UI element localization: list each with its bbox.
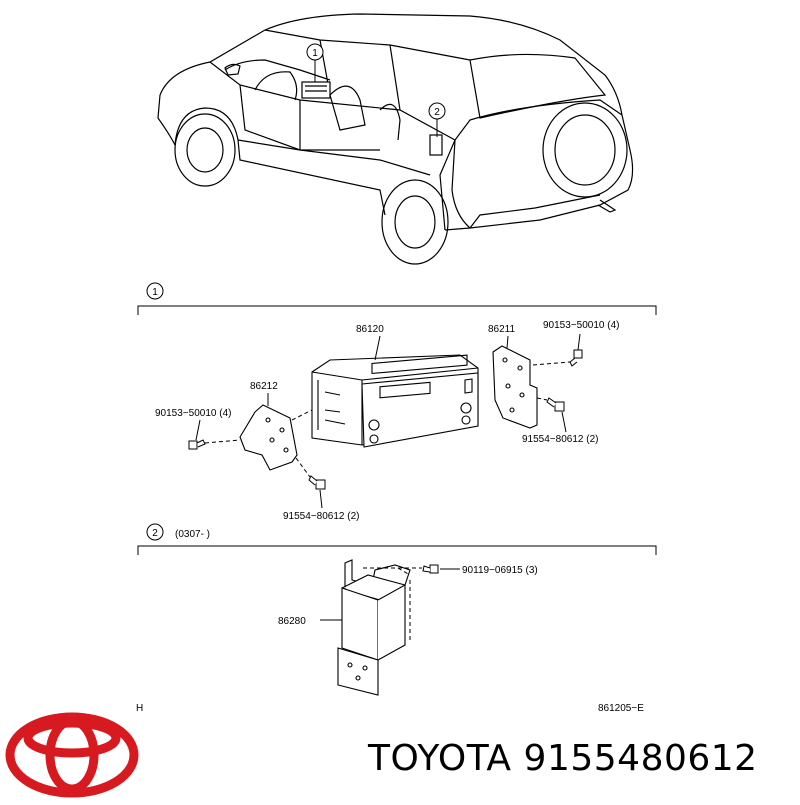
part-86120-label: 86120 xyxy=(356,324,384,335)
screw-91554-left xyxy=(308,475,326,490)
brand-caption: TOYOTA 9155480612 xyxy=(368,738,770,779)
brand-name: TOYOTA xyxy=(368,738,512,779)
section-1-header: 1 xyxy=(137,282,657,315)
vehicle-illustration xyxy=(157,13,634,265)
screw-90153-right xyxy=(569,349,583,367)
screw-91554-right xyxy=(546,397,565,412)
bracket-left xyxy=(239,404,298,471)
part-86212-label: 86212 xyxy=(250,381,278,392)
amplifier-unit xyxy=(337,559,411,696)
svg-text:2: 2 xyxy=(434,107,440,118)
svg-text:2: 2 xyxy=(152,528,158,539)
svg-text:1: 1 xyxy=(152,287,158,298)
part-86211-label: 86211 xyxy=(488,324,516,335)
part-90153-right-label: 90153−50010 (4) xyxy=(543,320,619,331)
footer-right-code: 861205−E xyxy=(598,703,644,714)
section-2-header: 2 (0307- ) xyxy=(137,523,657,555)
part-86280-label: 86280 xyxy=(278,616,306,627)
part-90153-left-label: 90153−50010 (4) xyxy=(155,408,231,419)
part-number: 9155480612 xyxy=(523,738,758,779)
radio-head-unit xyxy=(311,354,479,448)
bracket-right xyxy=(492,345,538,429)
part-91554-left-label: 91554−80612 (2) xyxy=(283,511,359,522)
svg-text:1: 1 xyxy=(312,48,318,59)
toyota-logo xyxy=(5,712,139,798)
footer-left-code: H xyxy=(136,703,143,714)
section-2-note: (0307- ) xyxy=(175,529,210,540)
car-callout-1: 1 xyxy=(306,43,324,82)
bolt-90119 xyxy=(422,564,439,574)
part-90119-label: 90119−06915 (3) xyxy=(462,565,538,576)
screw-90153-left xyxy=(188,439,206,450)
part-91554-right-label: 91554−80612 (2) xyxy=(522,434,598,445)
car-callout-2: 2 xyxy=(428,102,446,137)
